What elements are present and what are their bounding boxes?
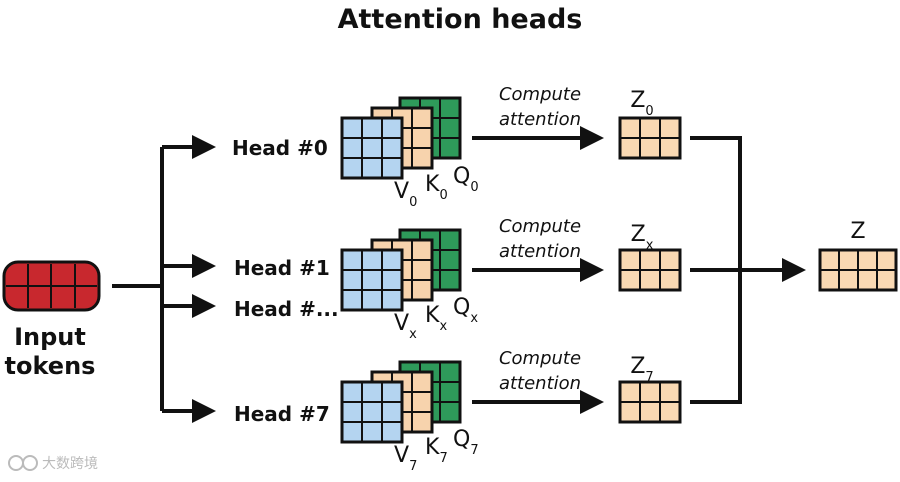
svg-text:Vx: Vx [394,311,417,342]
merge-connectors [690,136,806,404]
svg-text:K7: K7 [425,435,448,466]
qkv-matrix-stacks [340,96,462,444]
head-7-k-sub: 7 [439,451,447,466]
head-1-k-sub: x [439,319,447,334]
head-1-matrix-labels: Vx Kx Qx [394,295,478,342]
z7-label: Z7 [630,354,653,385]
head-1-q-label: Q [453,295,470,320]
input-tokens-block [2,260,101,312]
head-7-value-matrix [340,380,404,444]
head-0-v-sub: 0 [409,195,417,210]
head-7-q-sub: 7 [470,443,478,458]
compute-label-0-line2: attention [499,109,581,130]
diagram-title: Attention heads [338,4,583,35]
head-1-k-label: K [425,303,440,328]
svg-text:Q0: Q0 [453,164,479,195]
head-7-k-label: K [425,435,440,460]
compute-label-1-line2: attention [499,241,581,262]
watermark-text: 大数跨境 [42,456,98,472]
zx-matrix [618,248,682,292]
output-z-grid [818,248,898,292]
svg-text:K0: K0 [425,172,448,203]
head-0-label: Head #0 [232,136,328,160]
svg-text:Q7: Q7 [453,427,479,458]
compute-label-0-line1: Compute [499,84,581,105]
output-z-matrix [818,248,898,292]
compute-label-7-line1: Compute [499,348,581,369]
head-1-label: Head #1 [234,256,330,280]
output-z-label: Z [850,219,865,244]
head-1-v-label: V [394,311,409,336]
compute-label-7-line2: attention [499,373,581,394]
head-more-label: Head #... [234,297,339,321]
head-1-q-sub: x [470,311,478,326]
input-label-line2: tokens [5,352,96,380]
head-0-matrix-labels: V0 K0 Q0 [394,164,479,210]
head-7-v-label: V [394,443,409,468]
head-0-q-sub: 0 [470,180,478,195]
head-0-k-sub: 0 [439,188,447,203]
head-0-value-matrix [340,116,404,180]
z-matrices [618,116,682,424]
zx-label: Zx [631,222,654,253]
input-label-line1: Input [14,323,86,351]
svg-text:Qx: Qx [453,295,478,326]
compute-arrows [472,126,604,414]
head-7-v-sub: 7 [409,459,417,474]
head-7-q-label: Q [453,427,470,452]
head-0-k-label: K [425,172,440,197]
watermark: 大数跨境 [8,455,98,472]
split-connectors [112,135,216,423]
head-0-q-label: Q [453,164,470,189]
compute-label-1-line1: Compute [499,216,581,237]
z7-matrix [618,380,682,424]
z0-label: Z0 [630,88,653,119]
head-1-v-sub: x [409,327,417,342]
head-1-value-matrix [340,248,404,312]
svg-text:V0: V0 [394,179,417,210]
z0-matrix [618,116,682,160]
svg-text:V7: V7 [394,443,417,474]
svg-text:Kx: Kx [425,303,447,334]
head-7-matrix-labels: V7 K7 Q7 [394,427,479,474]
head-0-v-label: V [394,179,409,204]
head-7-label: Head #7 [234,402,330,426]
